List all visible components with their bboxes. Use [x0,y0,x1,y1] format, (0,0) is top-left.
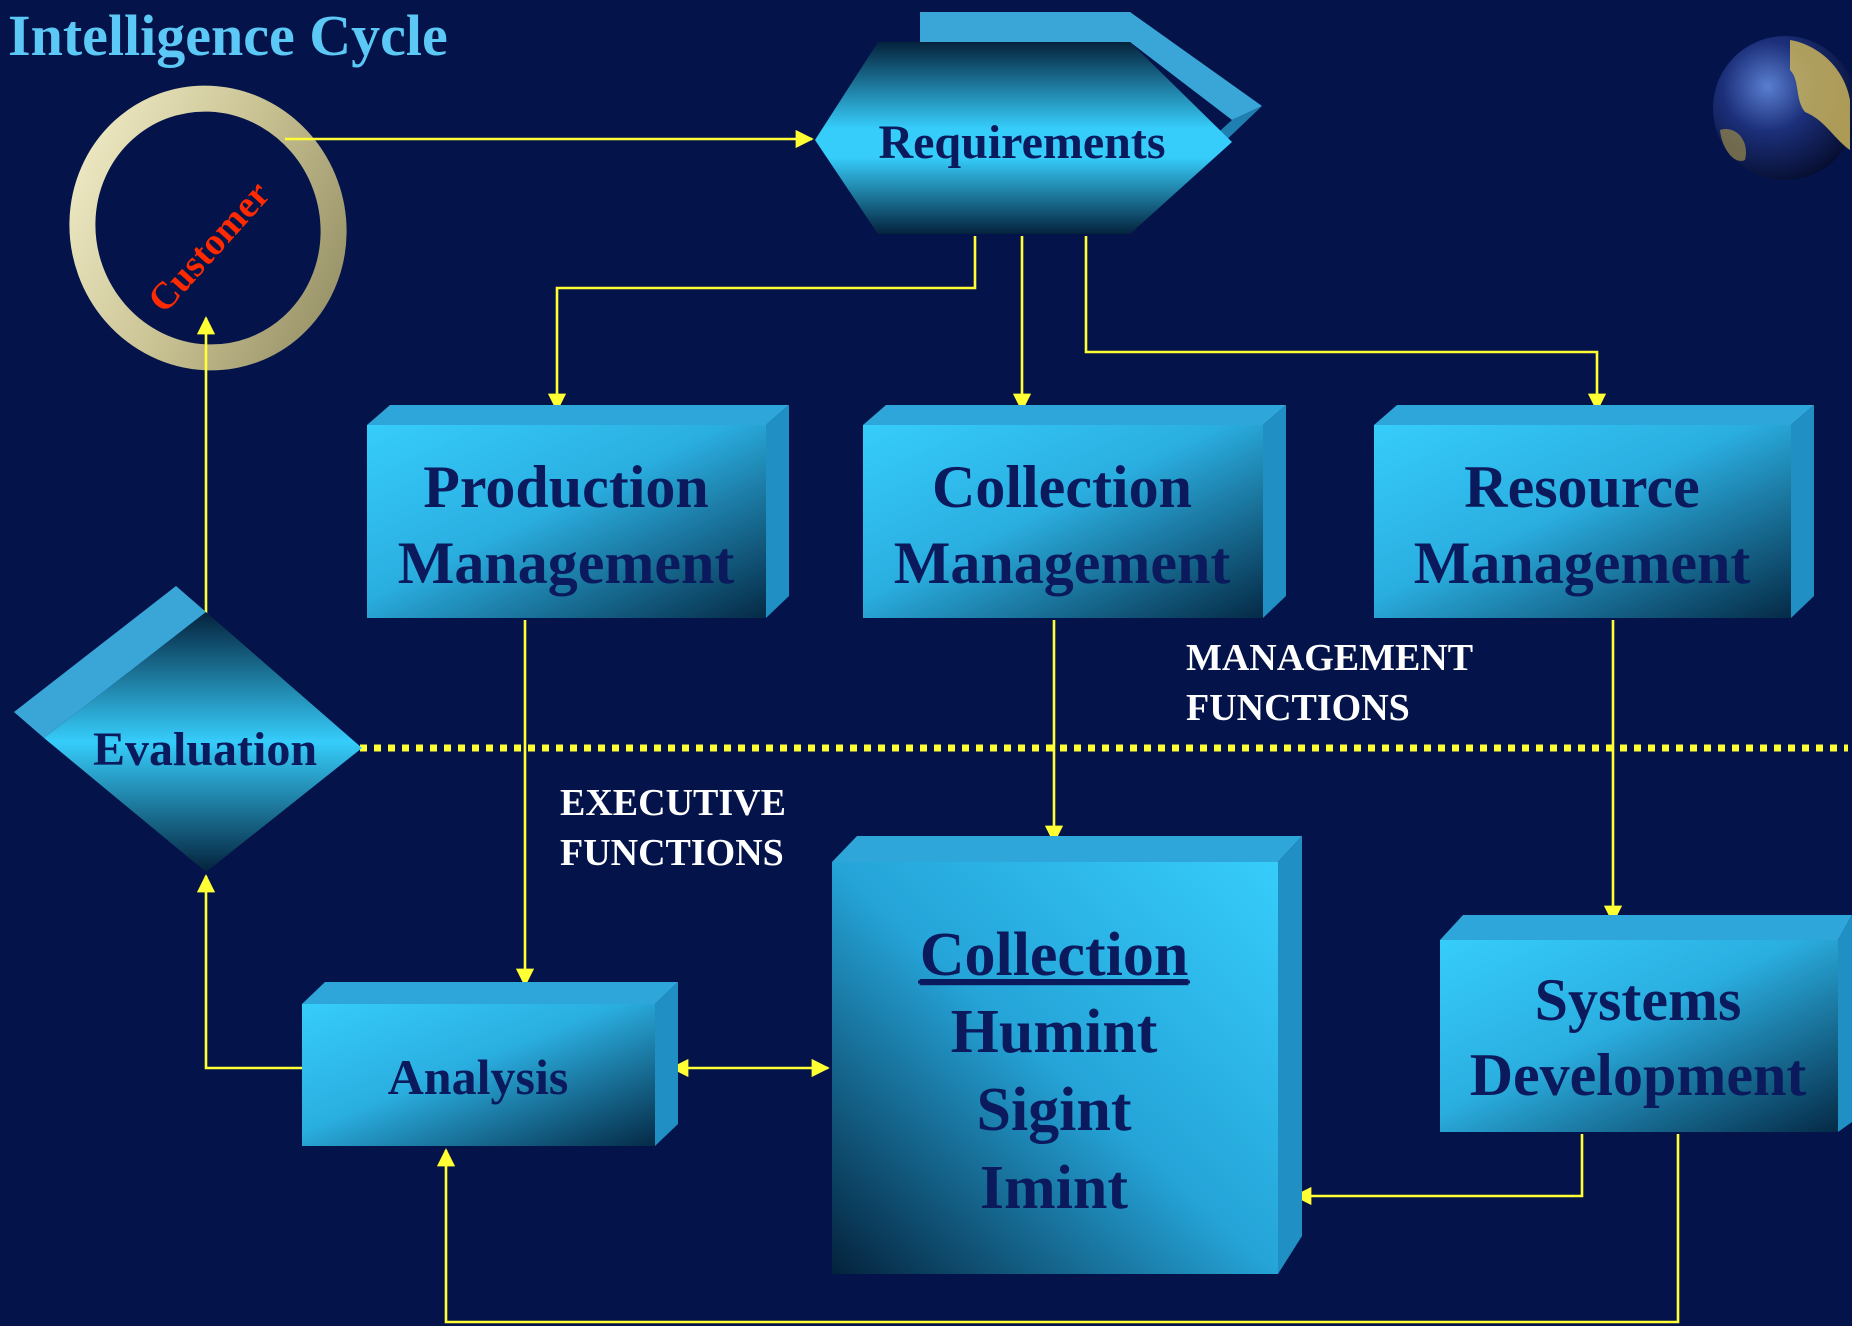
production-label-line2: Management [398,530,735,596]
resource-management-node: Resource Management [1374,405,1814,618]
collection-node: Collection Humint Sigint Imint [832,836,1302,1274]
resource-label-line2: Management [1414,530,1751,596]
arrow-systems-to-analysis [436,1134,1680,1324]
resource-label-line1: Resource [1464,454,1700,520]
collection-item-sigint: Sigint [976,1076,1131,1144]
systems-label-line1: Systems [1535,967,1742,1033]
earth-globe-icon [1713,36,1852,180]
collection-heading: Collection [920,921,1189,989]
slide-title: Intelligence Cycle [8,3,448,68]
systems-development-node: Systems Development [1440,915,1852,1132]
arrow-analysis-to-evaluation [196,874,302,1070]
analysis-label: Analysis [388,1049,569,1105]
requirements-node: Requirements [815,12,1262,234]
customer-ring: Customer [69,85,347,371]
arrow-requirements-to-production [547,236,977,412]
management-functions-line1: MANAGEMENT [1186,637,1473,679]
collection-item-humint: Humint [951,998,1158,1066]
evaluation-label: Evaluation [93,723,317,776]
production-management-node: Production Management [367,405,789,618]
collection-management-node: Collection Management [863,405,1286,618]
collection-mgmt-label-line1: Collection [932,454,1192,520]
requirements-label: Requirements [878,116,1165,169]
executive-functions-line1: EXECUTIVE [560,782,786,824]
connectors [196,129,1680,1324]
production-label-line1: Production [423,454,709,520]
collection-mgmt-label-line2: Management [894,530,1231,596]
arrow-requirements-to-resource [1084,236,1607,412]
arrow-systems-to-collection [1293,1134,1584,1206]
collection-item-imint: Imint [980,1154,1128,1222]
analysis-node: Analysis [302,982,678,1146]
executive-functions-line2: FUNCTIONS [560,832,784,874]
management-functions-line2: FUNCTIONS [1186,687,1410,729]
systems-label-line2: Development [1470,1042,1807,1108]
evaluation-node: Evaluation [14,586,362,872]
